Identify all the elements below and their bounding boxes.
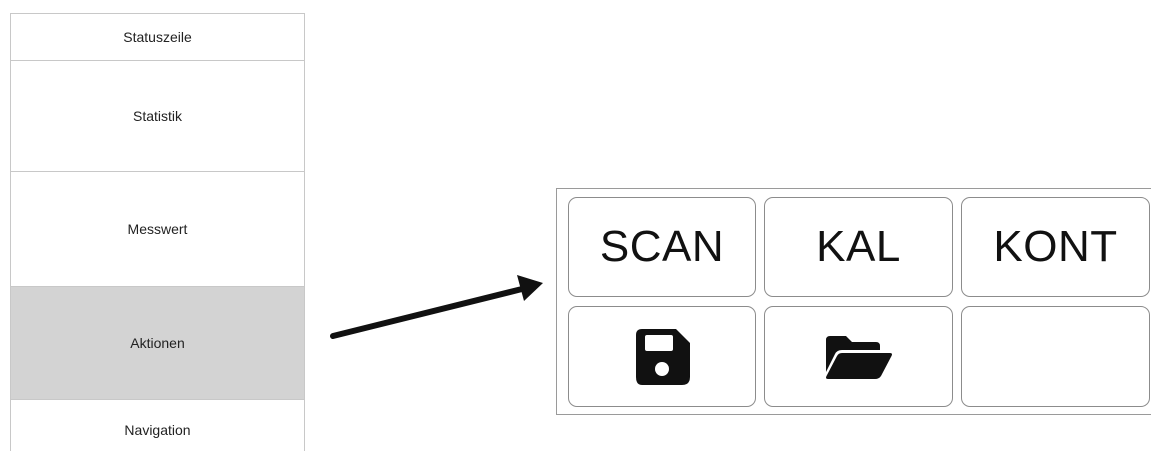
empty-action-button[interactable] [961,306,1150,407]
screen-layout-column: Statuszeile Statistik Messwert Aktionen … [10,13,305,451]
scan-button-label: SCAN [599,222,725,271]
layout-row-statistik: Statistik [11,61,304,172]
layout-row-label: Statistik [132,108,182,124]
save-button[interactable] [568,306,756,407]
scan-button[interactable]: SCAN [568,197,756,297]
layout-row-navigation: Navigation [11,400,304,451]
kal-button-label: KAL [816,222,901,271]
layout-row-messwert: Messwert [11,172,304,287]
arrow-shaft [330,286,525,339]
layout-row-aktionen: Aktionen [11,287,304,400]
folder-open-icon [824,334,894,380]
layout-row-label: Statuszeile [123,29,192,45]
layout-row-statuszeile: Statuszeile [11,14,304,61]
kont-button-label: KONT [993,222,1118,271]
action-panel: SCAN KAL KONT [556,188,1151,415]
layout-row-label: Navigation [124,422,191,438]
layout-row-label: Messwert [127,221,188,237]
kal-button[interactable]: KAL [764,197,953,297]
layout-row-label: Aktionen [130,335,185,351]
arrow-head [517,275,543,301]
kont-button[interactable]: KONT [961,197,1150,297]
open-folder-button[interactable] [764,306,953,407]
save-icon [630,325,694,389]
